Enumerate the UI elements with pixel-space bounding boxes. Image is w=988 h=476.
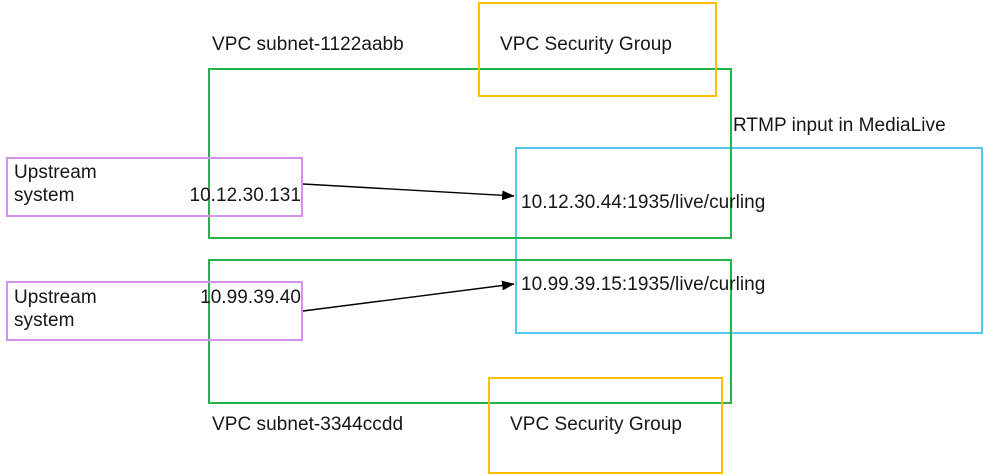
vpc-security-group-bottom-label: VPC Security Group xyxy=(510,414,682,435)
upstream-system-2-name-line1: Upstream xyxy=(14,287,97,308)
vpc-subnet-top-label: VPC subnet-1122aabb xyxy=(212,34,404,55)
upstream-system-1-name-line1: Upstream xyxy=(14,162,97,183)
vpc-security-group-bottom-box xyxy=(488,377,723,474)
vpc-subnet-bottom-box xyxy=(208,259,732,404)
rtmp-input-box xyxy=(515,147,983,334)
upstream-system-2-name-line2: system xyxy=(14,310,75,331)
upstream-system-1-name-line2: system xyxy=(14,185,75,206)
rtmp-input-label: RTMP input in MediaLive xyxy=(733,115,946,136)
rtmp-endpoint-2-url: 10.99.39.15:1935/live/curling xyxy=(521,274,766,295)
upstream-system-box-2 xyxy=(6,281,303,341)
vpc-subnet-top-box xyxy=(208,68,732,239)
rtmp-endpoint-1-url: 10.12.30.44:1935/live/curling xyxy=(521,192,766,213)
vpc-security-group-top-label: VPC Security Group xyxy=(500,34,672,55)
vpc-security-group-top-box xyxy=(478,2,717,97)
upstream-system-1-ip: 10.12.30.131 xyxy=(189,185,301,206)
vpc-subnet-bottom-label: VPC subnet-3344ccdd xyxy=(212,414,404,435)
upstream-system-box-1 xyxy=(6,157,303,217)
upstream-system-2-ip: 10.99.39.40 xyxy=(200,287,301,308)
